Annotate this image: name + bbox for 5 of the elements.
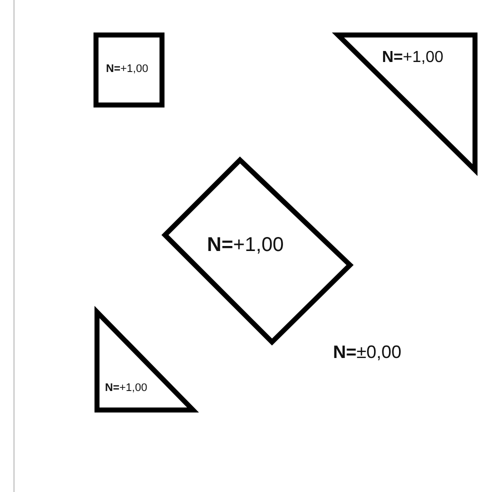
formula-text: N=±0,00 (333, 342, 402, 363)
formula-text: N=+1,00 (105, 382, 148, 394)
formula-text: N=+1,00 (382, 49, 444, 67)
formula-text: N=+1,00 (106, 63, 148, 75)
formula-text: N=+1,00 (207, 234, 284, 257)
